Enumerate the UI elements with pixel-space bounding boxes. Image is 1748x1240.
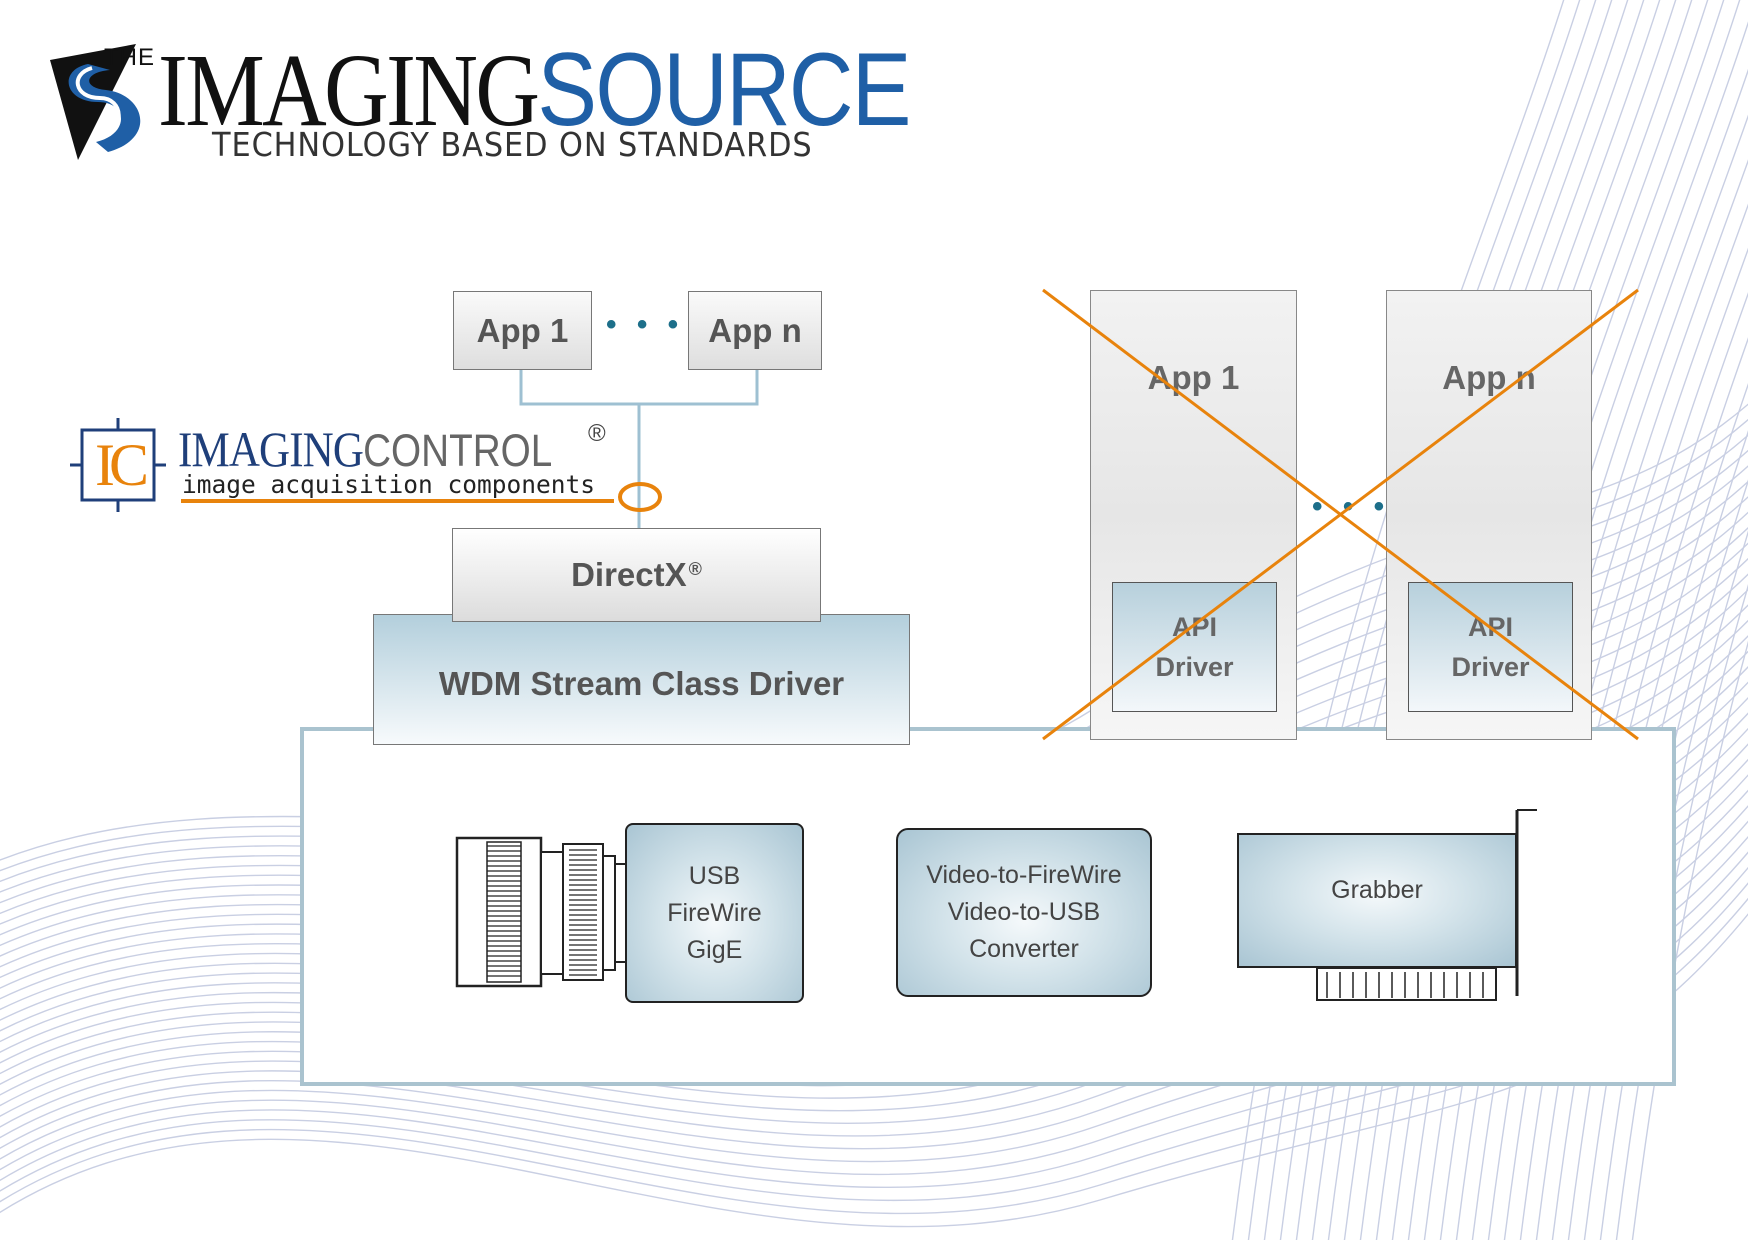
right-ellipsis: • • •	[1312, 490, 1390, 524]
camera-line2: FireWire	[667, 898, 762, 927]
app-1-label: App 1	[476, 311, 569, 349]
app-ellipsis: • • •	[606, 308, 685, 341]
wdm-label: WDM Stream Class Driver	[438, 664, 845, 702]
converter-line1: Video-to-FireWire	[926, 861, 1122, 889]
grabber-board: Grabber	[1237, 833, 1517, 968]
imaging-control-logo: IC	[70, 412, 670, 512]
logo-imaging-text: IMAGING	[158, 33, 540, 148]
grabber-card-icon	[1316, 809, 1537, 1001]
logo-tagline: TECHNOLOGY BASED ON STANDARDS	[212, 125, 813, 164]
video-converter-box: Video-to-FireWire Video-to-USB Converter	[896, 828, 1152, 997]
ic-subtitle: image acquisition components	[182, 470, 596, 499]
api-driver-1-line2: Driver	[1155, 652, 1234, 682]
ic-imaging-text: IMAGING	[178, 421, 364, 477]
camera-lens-icon	[455, 836, 634, 988]
logo-wordmark: IMAGINGSOURCE	[158, 38, 911, 143]
ic-registered-mark: ®	[588, 420, 606, 447]
app-n-box: App n	[688, 291, 822, 370]
grabber-label: Grabber	[1331, 876, 1423, 904]
directx-label: DirectX	[571, 556, 687, 593]
ic-mark-text: IC	[95, 432, 149, 498]
converter-line2: Video-to-USB	[947, 898, 1101, 926]
ic-mark-icon	[70, 418, 166, 512]
right-stack-app-1-title: App 1	[1147, 359, 1240, 396]
app-n-label: App n	[708, 311, 802, 349]
directx-box: DirectX®	[452, 528, 821, 622]
camera-interface-box: USB FireWire GigE	[625, 823, 804, 1003]
right-stack-1-api-driver: API Driver	[1112, 582, 1277, 712]
imaging-control-wordmark: IMAGINGCONTROL	[178, 424, 552, 474]
right-stack-app-1: App 1 API Driver	[1090, 290, 1297, 740]
logo-s-mark-icon	[50, 44, 141, 160]
camera-line1: USB	[688, 861, 741, 890]
right-stack-app-n: App n API Driver	[1386, 290, 1592, 740]
logo-source-text: SOURCE	[537, 32, 911, 148]
app-1-box: App 1	[453, 291, 592, 370]
camera-line3: GigE	[686, 935, 743, 964]
wdm-stream-class-driver-box: WDM Stream Class Driver	[373, 614, 910, 745]
api-driver-2-line2: Driver	[1451, 652, 1530, 682]
right-stack-2-api-driver: API Driver	[1408, 582, 1573, 712]
company-logo: THE IMAGINGSOURCE TECHNOLOGY BASED ON ST…	[0, 0, 911, 180]
converter-line3: Converter	[969, 935, 1079, 963]
ic-control-text: CONTROL	[363, 425, 553, 476]
directx-registered-mark: ®	[688, 558, 702, 579]
logo-the-text: THE	[104, 44, 155, 71]
